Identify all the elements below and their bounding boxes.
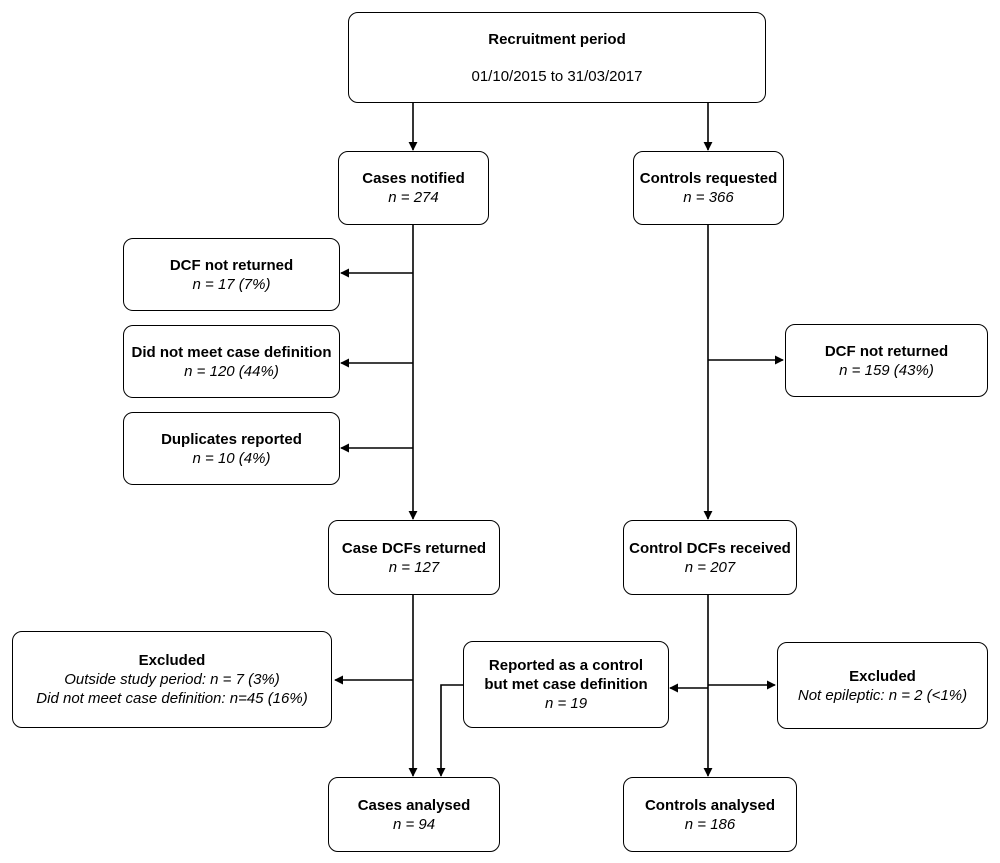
arrow-reported-to-cases-analysed [436,684,463,777]
reported-as-control-line2: but met case definition [484,676,648,693]
controls-excluded-title: Excluded [849,667,916,685]
cases-analysed-count: n = 94 [392,815,436,833]
reported-as-control-box: Reported as a control but met case defin… [463,641,669,728]
recruitment-title: Recruitment period [488,30,626,48]
controls-analysed-count: n = 186 [684,815,736,833]
not-meet-definition-box: Did not meet case definition n = 120 (44… [123,325,340,398]
recruitment-period-box: Recruitment period 01/10/2015 to 31/03/2… [348,12,766,103]
duplicates-title: Duplicates reported [161,430,302,448]
control-dcfs-received-box: Control DCFs received n = 207 [623,520,797,595]
case-dcf-not-returned-box: DCF not returned n = 17 (7%) [123,238,340,311]
control-dcf-not-returned-title: DCF not returned [824,342,949,360]
controls-analysed-title: Controls analysed [644,796,776,814]
reported-as-control-line1: Reported as a control [488,657,644,674]
control-dcfs-received-title: Control DCFs received [629,539,791,557]
reported-as-control-count: n = 19 [544,695,588,712]
recruitment-range: 01/10/2015 to 31/03/2017 [471,67,643,85]
not-meet-definition-title: Did not meet case definition [131,343,332,361]
control-dcf-not-returned-box: DCF not returned n = 159 (43%) [785,324,988,397]
controls-analysed-box: Controls analysed n = 186 [623,777,797,852]
case-dcf-not-returned-count: n = 17 (7%) [192,275,271,293]
cases-notified-title: Cases notified [362,170,465,187]
case-dcfs-returned-title: Case DCFs returned [341,539,487,557]
cases-notified-box: Cases notified n = 274 [338,151,489,225]
cases-notified-count: n = 274 [388,189,439,206]
cases-analysed-box: Cases analysed n = 94 [328,777,500,852]
cases-excluded-title: Excluded [138,652,206,669]
cases-analysed-title: Cases analysed [357,796,471,814]
not-meet-definition-count: n = 120 (44%) [184,362,279,380]
control-dcf-not-returned-count: n = 159 (43%) [839,361,934,379]
controls-excluded-line1: Not epileptic: n = 2 (<1%) [797,686,968,704]
cases-excluded-box: Excluded Outside study period: n = 7 (3%… [12,631,332,728]
controls-excluded-box: Excluded Not epileptic: n = 2 (<1%) [777,642,988,729]
controls-requested-count: n = 366 [683,189,734,206]
controls-requested-box: Controls requested n = 366 [633,151,784,225]
cases-excluded-line1: Outside study period: n = 7 (3%) [64,671,280,688]
duplicates-box: Duplicates reported n = 10 (4%) [123,412,340,485]
control-dcfs-received-count: n = 207 [684,558,736,576]
case-dcf-not-returned-title: DCF not returned [169,256,294,274]
controls-requested-title: Controls requested [639,170,778,187]
case-dcfs-returned-box: Case DCFs returned n = 127 [328,520,500,595]
cases-excluded-line2: Did not meet case definition: n=45 (16%) [36,690,308,707]
duplicates-count: n = 10 (4%) [192,449,271,467]
case-dcfs-returned-count: n = 127 [388,558,440,576]
